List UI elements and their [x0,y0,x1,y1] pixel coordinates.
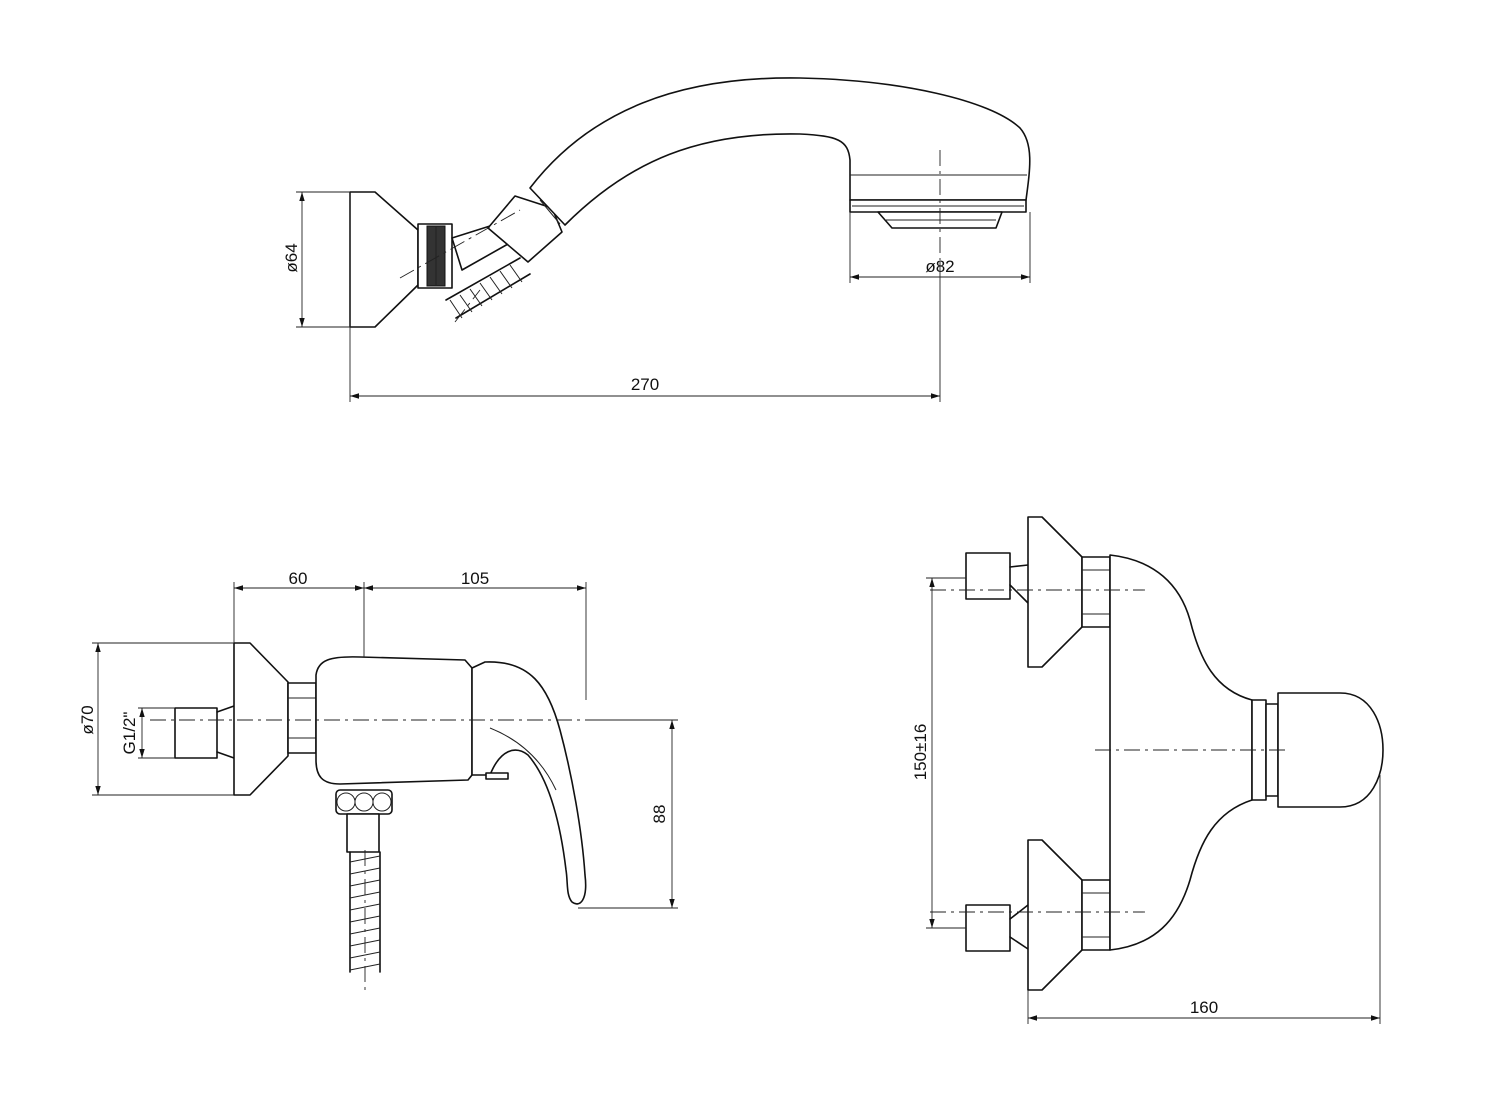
mixer-body-front [1109,554,1253,951]
mixer-front-view: 150±16 160 [911,516,1384,1024]
mixer-lever [471,661,587,905]
lower-inlet-connector [965,904,1011,952]
outlet-hose [349,850,381,990]
dim-axis-to-lever: 105 [461,569,489,588]
inlet-connector [174,707,218,759]
dim-to-axis: 60 [289,569,308,588]
shower-handle [529,77,1031,226]
upper-inlet-connector [965,552,1011,600]
dim-thread: G1/2" [120,712,139,755]
dim-lever-drop: 88 [650,805,669,824]
dim-overall-length: 270 [631,375,659,394]
lower-flange [1027,839,1083,991]
dim-overall-depth: 160 [1190,998,1218,1017]
dim-flange-diameter: ø70 [78,705,97,734]
dim-hanger-diameter: ø64 [282,243,301,272]
mixer-knob [1277,692,1384,808]
dim-inlet-spacing: 150±16 [911,724,930,781]
hex-nut [287,682,317,754]
wall-bracket [349,191,419,328]
shower-head-view: ø64 ø82 270 [282,77,1031,402]
wall-flange [233,642,289,796]
upper-flange [1027,516,1083,668]
mixer-side-view: 60 105 ø70 G1/2" 88 [78,569,678,990]
spring-hose [445,257,531,319]
